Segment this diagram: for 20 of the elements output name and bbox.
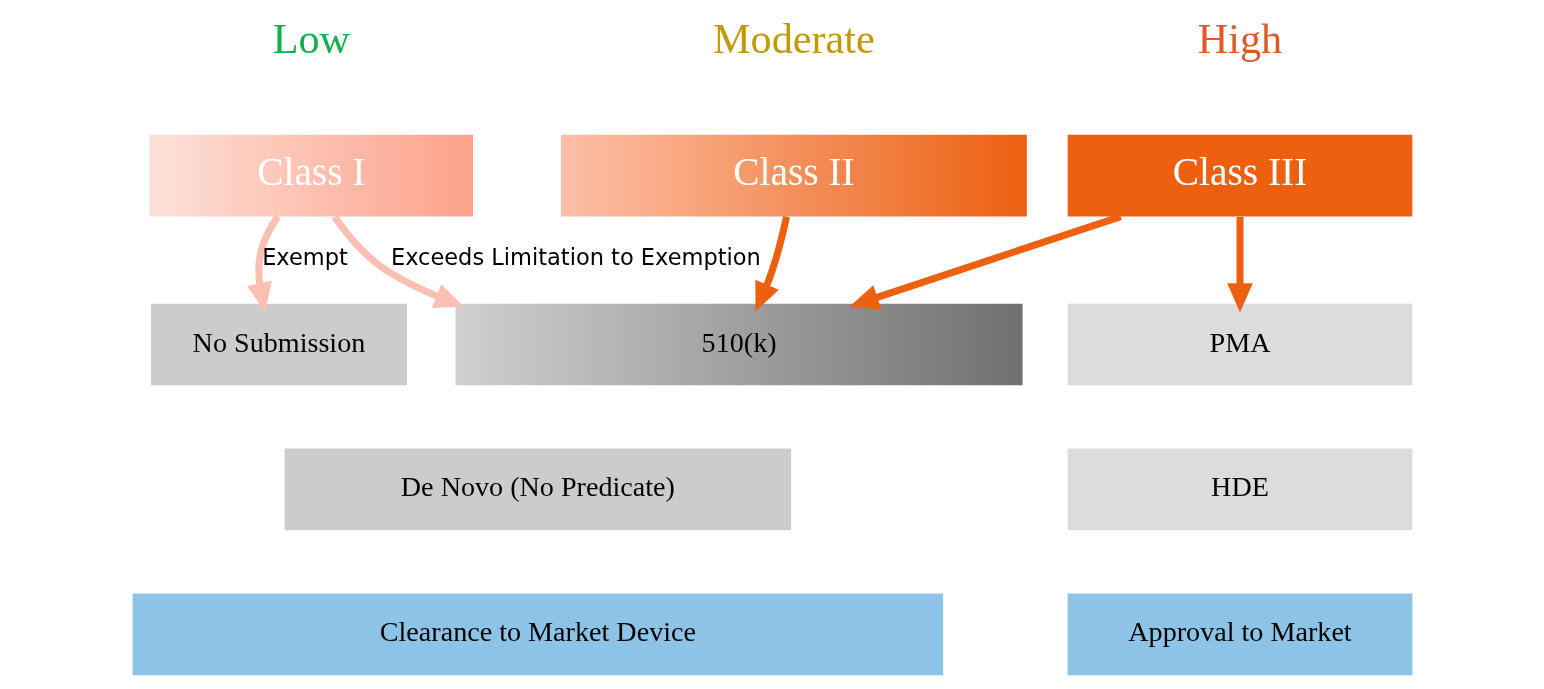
node-box: De Novo (No Predicate) — [284, 448, 791, 531]
node-box: HDE — [1067, 448, 1412, 531]
node-box: No Submission — [150, 303, 407, 386]
label: Low — [272, 15, 350, 63]
edge-label: Exceeds Limitation to Exemption — [390, 244, 761, 271]
arrow — [246, 214, 280, 313]
node-box: Approval to Market — [1067, 593, 1412, 676]
arrow — [1226, 216, 1253, 313]
node-box: Clearance to Market Device — [132, 593, 943, 676]
arrow — [754, 215, 790, 312]
node-box: PMA — [1067, 303, 1412, 386]
arrow — [331, 214, 464, 309]
arrow — [849, 213, 1122, 310]
label: High — [1197, 15, 1282, 63]
node-box: 510(k) — [455, 303, 1023, 386]
node-box: Class II — [560, 134, 1027, 217]
edge-label: Exempt — [261, 244, 348, 271]
label: Moderate — [712, 15, 875, 63]
node-box: Class III — [1067, 134, 1412, 217]
node-box: Class I — [149, 134, 473, 217]
